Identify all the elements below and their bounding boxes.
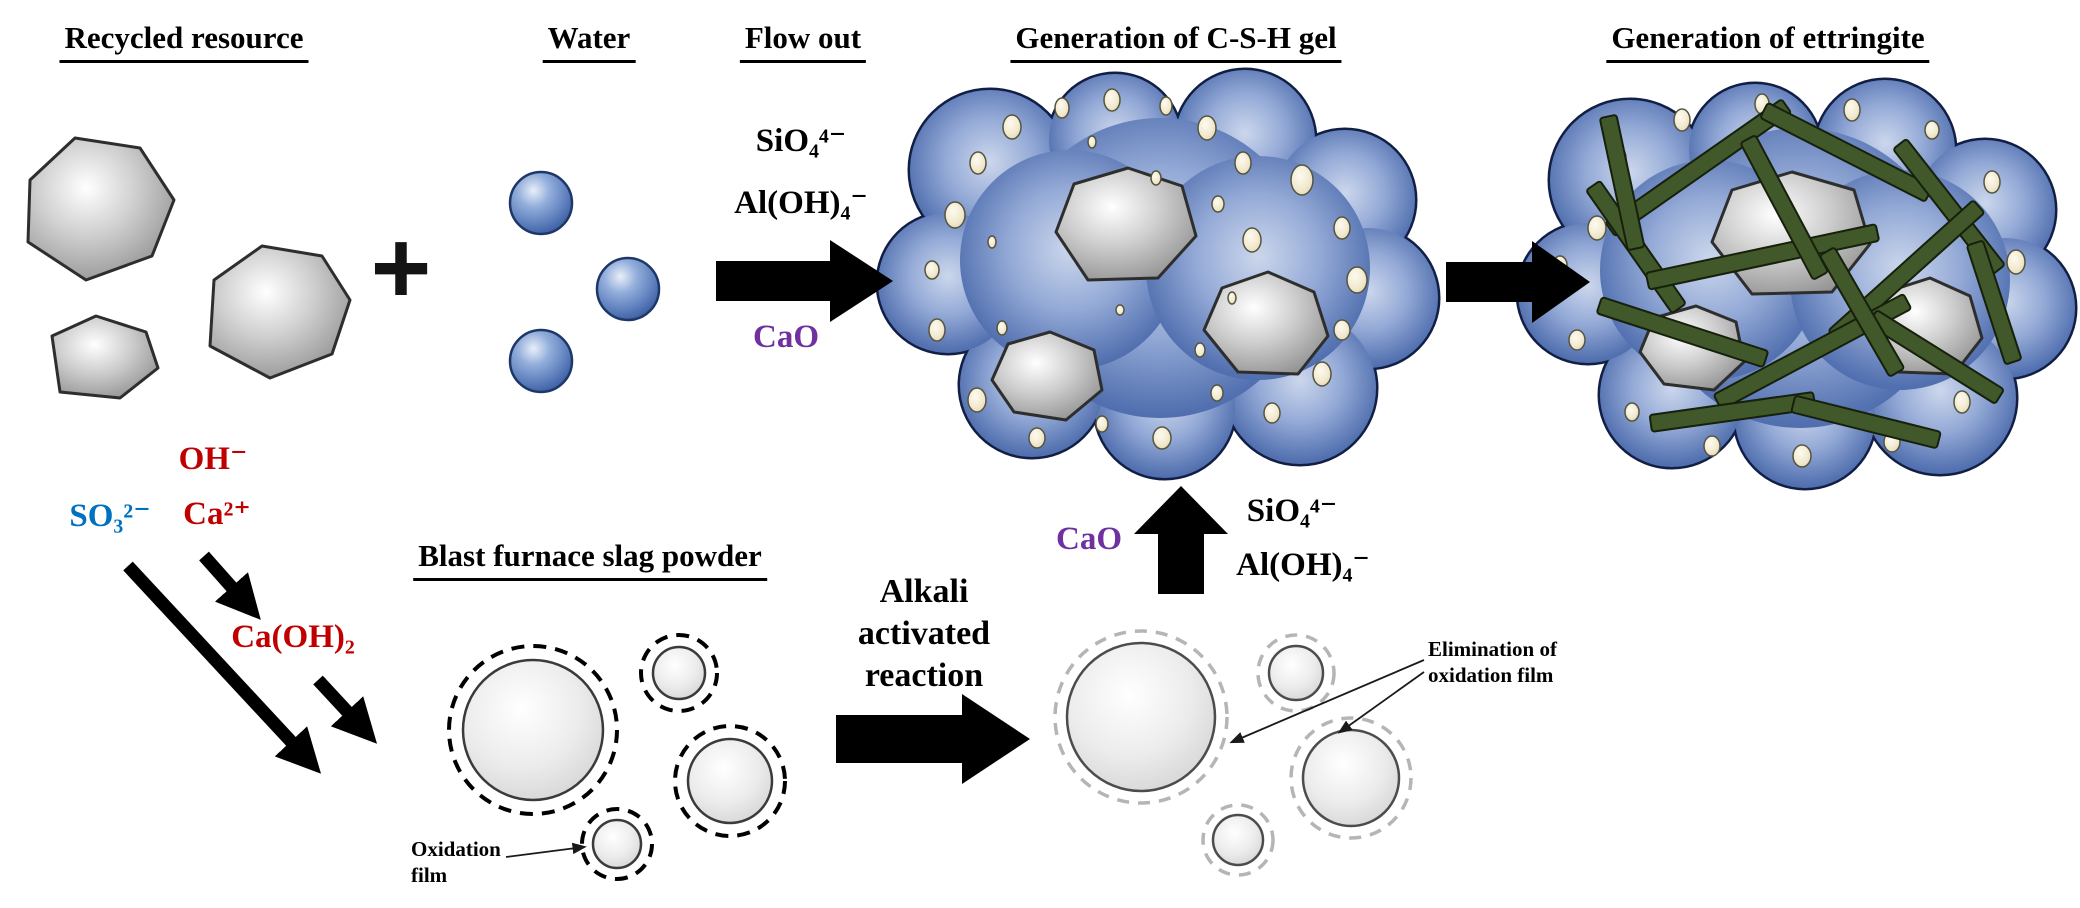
label-alkali-line1: Alkali <box>879 573 969 610</box>
label-oh-minus: OH⁻ <box>178 441 248 477</box>
aggregate-medium <box>208 244 352 380</box>
activated-slag-particles <box>1053 629 1413 877</box>
alkali-reaction-arrow <box>836 694 1030 784</box>
so3-arrow <box>123 561 322 774</box>
gel-pores <box>924 88 1368 450</box>
title-water: Water <box>542 21 636 63</box>
plus-operator: + <box>370 210 432 326</box>
aggregate-small <box>50 314 160 400</box>
water-drop <box>595 256 661 322</box>
label-ca-oh-2: Ca(OH)₂ <box>231 619 355 655</box>
activated-slag-cores <box>1065 641 1401 867</box>
faded-film-rings <box>1053 629 1413 877</box>
annotation-pointers <box>505 659 1425 858</box>
elimination-pointer-short <box>1337 671 1425 734</box>
label-oxidation-film-line1: Oxidation <box>411 837 501 861</box>
water-drop <box>508 170 574 236</box>
ca-oh-arrow <box>199 551 261 620</box>
label-alkali-line2: activated <box>857 615 991 652</box>
label-cao-mid: CaO <box>1056 521 1122 557</box>
title-flow-out: Flow out <box>739 21 867 63</box>
label-oxidation-film-line2: film <box>411 863 448 887</box>
elimination-pointer-long <box>1229 659 1425 744</box>
oxidation-film-pointer <box>505 842 587 858</box>
label-sio4-mid: SiO₄⁴⁻ <box>1246 493 1338 529</box>
title-slag-powder: Blast furnace slag powder <box>413 539 767 581</box>
label-sio4-top: SiO₄⁴⁻ <box>755 123 847 159</box>
label-elimination-line1: Elimination of <box>1428 637 1557 661</box>
recycled-aggregates <box>26 136 352 400</box>
to-ettringite-arrow <box>1446 241 1590 323</box>
slag-cores <box>461 645 774 870</box>
label-cao-top: CaO <box>753 319 819 355</box>
title-recycled-resource: Recycled resource <box>59 21 309 63</box>
label-aloh4-mid: Al(OH)₄⁻ <box>1236 547 1370 583</box>
water-drop <box>508 328 574 394</box>
label-aloh4-top: Al(OH)₄⁻ <box>734 185 868 221</box>
label-alkali-line3: reaction <box>864 657 984 694</box>
ion-arrows <box>123 551 378 774</box>
csh-gel-cloud <box>878 70 1438 478</box>
slag-particles <box>447 633 787 881</box>
water-drops <box>508 170 661 394</box>
ettringite-rods <box>1586 99 2022 449</box>
label-elimination-line2: oxidation film <box>1428 663 1554 687</box>
caoh2-arrow <box>313 675 378 744</box>
flow-out-arrow <box>716 240 893 322</box>
label-so3-2minus: SO₃²⁻ <box>69 498 151 534</box>
title-csh-gel: Generation of C-S-H gel <box>1010 21 1342 63</box>
ettringite-cloud <box>1518 80 2075 488</box>
gel-feed-up-arrow <box>1134 486 1228 594</box>
title-ettringite: Generation of ettringite <box>1606 21 1930 63</box>
aggregate-large <box>26 136 176 282</box>
oxidation-film-rings <box>447 633 787 881</box>
label-ca-2plus: Ca²⁺ <box>183 496 251 532</box>
